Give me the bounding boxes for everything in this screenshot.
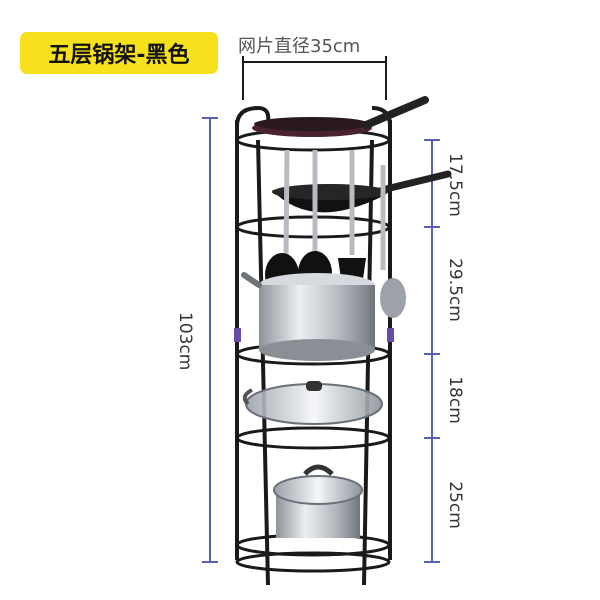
- tier-dimensions: [424, 139, 440, 563]
- tier-height-3: 18cm: [445, 376, 465, 424]
- title-badge: 五层锅架-黑色: [20, 32, 218, 74]
- glass-lid-pan: [242, 381, 383, 425]
- frying-pan-top: [252, 96, 429, 137]
- stock-pot: [241, 272, 375, 361]
- mesh-diameter-label: 网片直径35cm: [238, 36, 361, 57]
- connectors: [234, 328, 394, 342]
- title-text: 五层锅架-黑色: [48, 43, 190, 68]
- width-dimension: [242, 56, 387, 100]
- tier-height-4: 25cm: [445, 481, 465, 529]
- wok: [272, 170, 452, 213]
- tier-height-1: 17.5cm: [445, 153, 465, 217]
- height-dimension: [202, 117, 218, 563]
- bottom-pot: [273, 464, 363, 538]
- height-label: 103cm: [175, 312, 195, 371]
- tier-height-2: 29.5cm: [445, 258, 465, 322]
